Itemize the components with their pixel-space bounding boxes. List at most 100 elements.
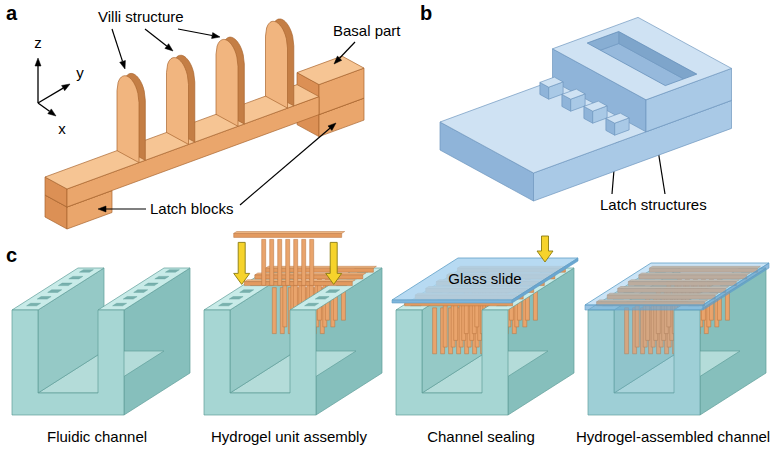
axis-label: z <box>34 34 42 52</box>
leader-arrow <box>240 128 330 205</box>
leader-arrow <box>340 42 355 58</box>
axis-arrow-head <box>35 58 41 66</box>
part-label: Villi structure <box>98 8 184 26</box>
leader-arrow-head <box>165 44 173 51</box>
villus <box>302 239 306 285</box>
leader-arrow-head <box>120 61 126 70</box>
latch-notch <box>48 290 62 293</box>
glass-slide-edge <box>585 305 703 310</box>
slot-outline <box>587 32 697 86</box>
latch-notch <box>69 276 83 279</box>
latch-notch <box>305 303 319 306</box>
basal-bar-front <box>234 233 342 237</box>
latch-notch <box>144 283 158 286</box>
channel-front <box>12 310 124 415</box>
latch-notch <box>165 270 179 273</box>
wall-top <box>12 268 104 310</box>
villus <box>266 21 288 108</box>
leader-arrow-head <box>334 56 342 64</box>
villus <box>294 239 298 285</box>
channel-front <box>588 310 700 415</box>
glass-slide-edge <box>703 263 769 310</box>
latch-slot <box>587 32 697 98</box>
villus <box>262 239 266 285</box>
leader-arrow <box>112 29 123 61</box>
basal-bar-top <box>234 232 345 234</box>
axis-arrow-head <box>48 109 56 116</box>
latch-notch <box>229 297 243 300</box>
step-caption: Fluidic channel <box>47 428 147 446</box>
axis-label: x <box>58 120 66 138</box>
latch-square-top <box>606 113 629 123</box>
latch-notch <box>219 303 233 306</box>
villus <box>443 301 447 347</box>
axis-arrow-head <box>62 84 70 91</box>
leader-arrow-head <box>328 123 336 131</box>
channel-drawing <box>204 232 382 416</box>
glass-slide-edge <box>392 300 512 303</box>
panel-letter: a <box>6 2 17 25</box>
assembly-arrow <box>326 242 342 284</box>
step-caption: Hydrogel unit assembly <box>211 428 367 446</box>
latch-notch <box>240 290 254 293</box>
part-label: Latch blocks <box>150 200 233 218</box>
latch-notch <box>315 297 329 300</box>
basal-bar-top <box>265 266 376 268</box>
part-label: Basal part <box>333 22 401 40</box>
villus <box>270 239 274 285</box>
leader-arrow <box>106 208 146 209</box>
basal-block-top <box>297 56 364 85</box>
latch-notch <box>27 303 41 306</box>
assembly-arrow <box>234 242 250 284</box>
leader-arrow-head <box>98 206 106 212</box>
latch-notch <box>123 297 137 300</box>
villus <box>310 239 314 285</box>
channel-drawing <box>12 268 190 415</box>
panel-letter: b <box>420 2 432 25</box>
latch-notch <box>155 276 169 279</box>
leader-arrow <box>145 29 167 46</box>
villus <box>272 288 276 334</box>
villus <box>433 308 437 354</box>
channel-detail-drawing <box>440 17 732 201</box>
latch-square-top <box>540 77 563 87</box>
basal-bar-top <box>244 280 355 282</box>
latch-notch <box>134 290 148 293</box>
wall-top <box>98 268 190 310</box>
villus <box>167 58 189 145</box>
latch-notch <box>37 297 51 300</box>
villus <box>286 239 290 285</box>
latch-notch <box>113 303 127 306</box>
glass-tint <box>588 310 700 415</box>
villus <box>117 76 139 163</box>
panel-letter: c <box>6 244 17 267</box>
channel-front <box>204 310 316 415</box>
glass-slide-edge <box>512 258 578 303</box>
step-caption: Channel sealing <box>427 428 535 446</box>
part-label: Glass slide <box>448 270 521 288</box>
part-label: Latch structures <box>600 196 707 214</box>
axis-arrow <box>38 88 63 103</box>
axis-label: y <box>76 64 84 82</box>
axis-arrow <box>37 66 38 103</box>
latch-notch <box>326 290 340 293</box>
leader-arrow-head <box>212 33 220 39</box>
axis-arrow <box>38 103 50 111</box>
channel-drawing <box>392 236 578 415</box>
channel-drawing <box>585 263 769 415</box>
step-caption: Hydrogel-assembled channel <box>576 428 770 446</box>
villus <box>216 39 238 126</box>
latch-notch <box>79 270 93 273</box>
hydrogel-unit-drawing <box>45 19 364 229</box>
latch-notch <box>58 283 72 286</box>
villus <box>278 239 282 285</box>
latch-square-top <box>584 101 607 111</box>
leader-arrow <box>178 29 212 36</box>
villus <box>283 281 287 327</box>
latch-square-top <box>562 89 585 99</box>
channel-wall-top <box>553 17 732 99</box>
channel-front <box>396 310 508 415</box>
basal-bar-front <box>244 282 352 286</box>
